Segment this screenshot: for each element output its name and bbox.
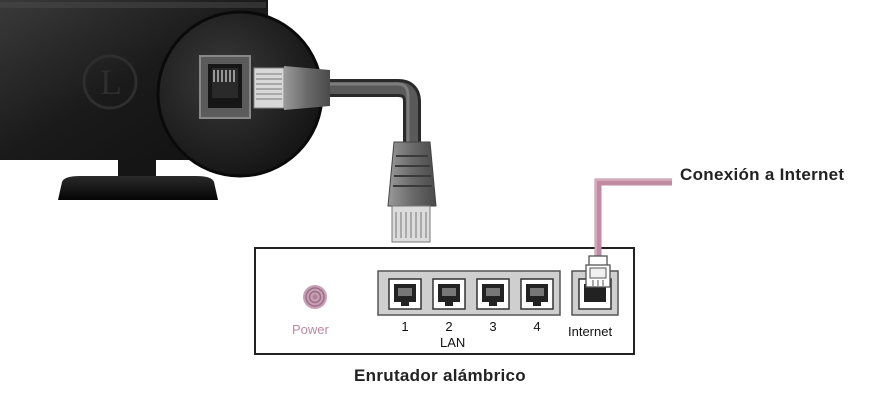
lan-port-3 — [476, 278, 510, 310]
internet-port-label: Internet — [568, 324, 613, 339]
power-led-icon — [303, 285, 327, 309]
lan-port-number: 4 — [533, 319, 541, 334]
internet-cable — [594, 178, 672, 260]
lan-port-number: 1 — [401, 319, 409, 334]
port-zoom-bubble — [156, 10, 330, 178]
power-label: Power — [292, 322, 329, 337]
lan-port-1 — [388, 278, 422, 310]
lan-port-4 — [520, 278, 554, 310]
lan-port-number: 2 — [445, 319, 453, 334]
lan-ports-panel — [377, 270, 561, 316]
ethernet-plug-icon — [253, 66, 330, 110]
tv-ethernet-port-icon — [199, 55, 251, 119]
lan-label: LAN — [440, 335, 466, 350]
internet-plug-icon — [585, 255, 611, 288]
lan-cable — [330, 79, 421, 148]
router-icon — [254, 247, 635, 355]
lan-port-number: 3 — [489, 319, 497, 334]
lan-port-2 — [432, 278, 466, 310]
internet-connection-label: Conexión a Internet — [680, 165, 845, 184]
router-caption: Enrutador alámbrico — [354, 366, 526, 385]
internet-port — [571, 270, 619, 316]
ethernet-plug-router-icon — [387, 141, 437, 243]
svg-text:L: L — [100, 62, 122, 102]
